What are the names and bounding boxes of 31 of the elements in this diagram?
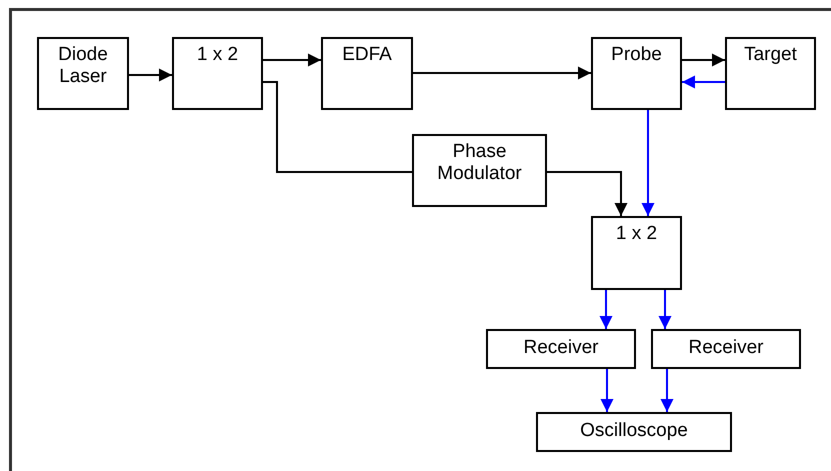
arrow (660, 369, 674, 412)
process-box (536, 412, 732, 452)
process-box (591, 216, 682, 290)
arrow (600, 290, 612, 329)
box-label: Target (743, 43, 798, 66)
box-label: 1 x 2 (614, 222, 658, 245)
arrow (600, 369, 614, 412)
box-label: Probe (610, 43, 663, 66)
process-box (172, 37, 263, 110)
box-label: Receiver (688, 336, 764, 359)
box-label: Diode Laser (57, 43, 109, 88)
arrow (263, 54, 321, 66)
arrow (658, 290, 672, 329)
process-box (321, 37, 413, 110)
process-box (486, 329, 636, 369)
arrow (547, 171, 628, 216)
process-box (412, 134, 547, 207)
arrow (129, 68, 172, 82)
box-label: EDFA (341, 43, 393, 66)
process-box (651, 329, 801, 369)
box-label: Phase Modulator (436, 140, 523, 185)
process-box (725, 37, 816, 110)
arrow (682, 54, 725, 66)
process-box (591, 37, 682, 110)
box-label: Oscilloscope (579, 419, 689, 442)
box-label: Receiver (522, 336, 600, 359)
process-box (37, 37, 129, 110)
arrow (413, 66, 591, 80)
box-label: 1 x 2 (196, 43, 240, 66)
arrow (682, 76, 725, 88)
arrow (642, 110, 654, 216)
